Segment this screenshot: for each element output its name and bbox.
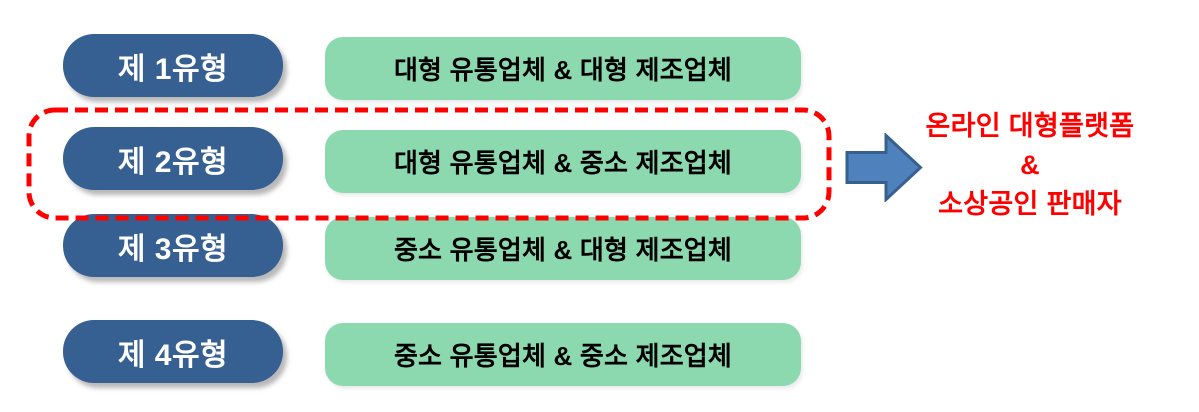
result-line-2: &: [1020, 150, 1040, 180]
type-1-pill: 제 1유형: [63, 34, 283, 97]
type-2-pill: 제 2유형: [63, 127, 283, 190]
type-3-description: 중소 유통업체 & 대형 제조업체: [393, 235, 733, 265]
type-3-description-box: 중소 유통업체 & 대형 제조업체: [325, 217, 801, 280]
type-4-pill: 제 4유형: [63, 320, 283, 383]
highlight-result-text: 온라인 대형플랫폼 & 소상공인 판매자: [878, 107, 1182, 224]
result-line-1: 온라인 대형플랫폼: [925, 111, 1135, 141]
type-4-description-box: 중소 유통업체 & 중소 제조업체: [325, 323, 801, 386]
type-2-description: 대형 유통업체 & 중소 제조업체: [393, 148, 733, 178]
type-3-pill: 제 3유형: [63, 214, 283, 277]
result-line-3: 소상공인 판매자: [938, 189, 1122, 219]
type-1-description: 대형 유통업체 & 대형 제조업체: [393, 55, 733, 85]
right-arrow-icon: [845, 132, 923, 203]
type-2-description-box: 대형 유통업체 & 중소 제조업체: [325, 130, 801, 193]
type-1-label: 제 1유형: [117, 52, 229, 86]
type-4-description: 중소 유통업체 & 중소 제조업체: [393, 341, 733, 371]
type-1-description-box: 대형 유통업체 & 대형 제조업체: [325, 37, 801, 100]
type-2-label: 제 2유형: [117, 145, 229, 179]
type-4-label: 제 4유형: [117, 338, 229, 372]
type-3-label: 제 3유형: [117, 232, 229, 266]
